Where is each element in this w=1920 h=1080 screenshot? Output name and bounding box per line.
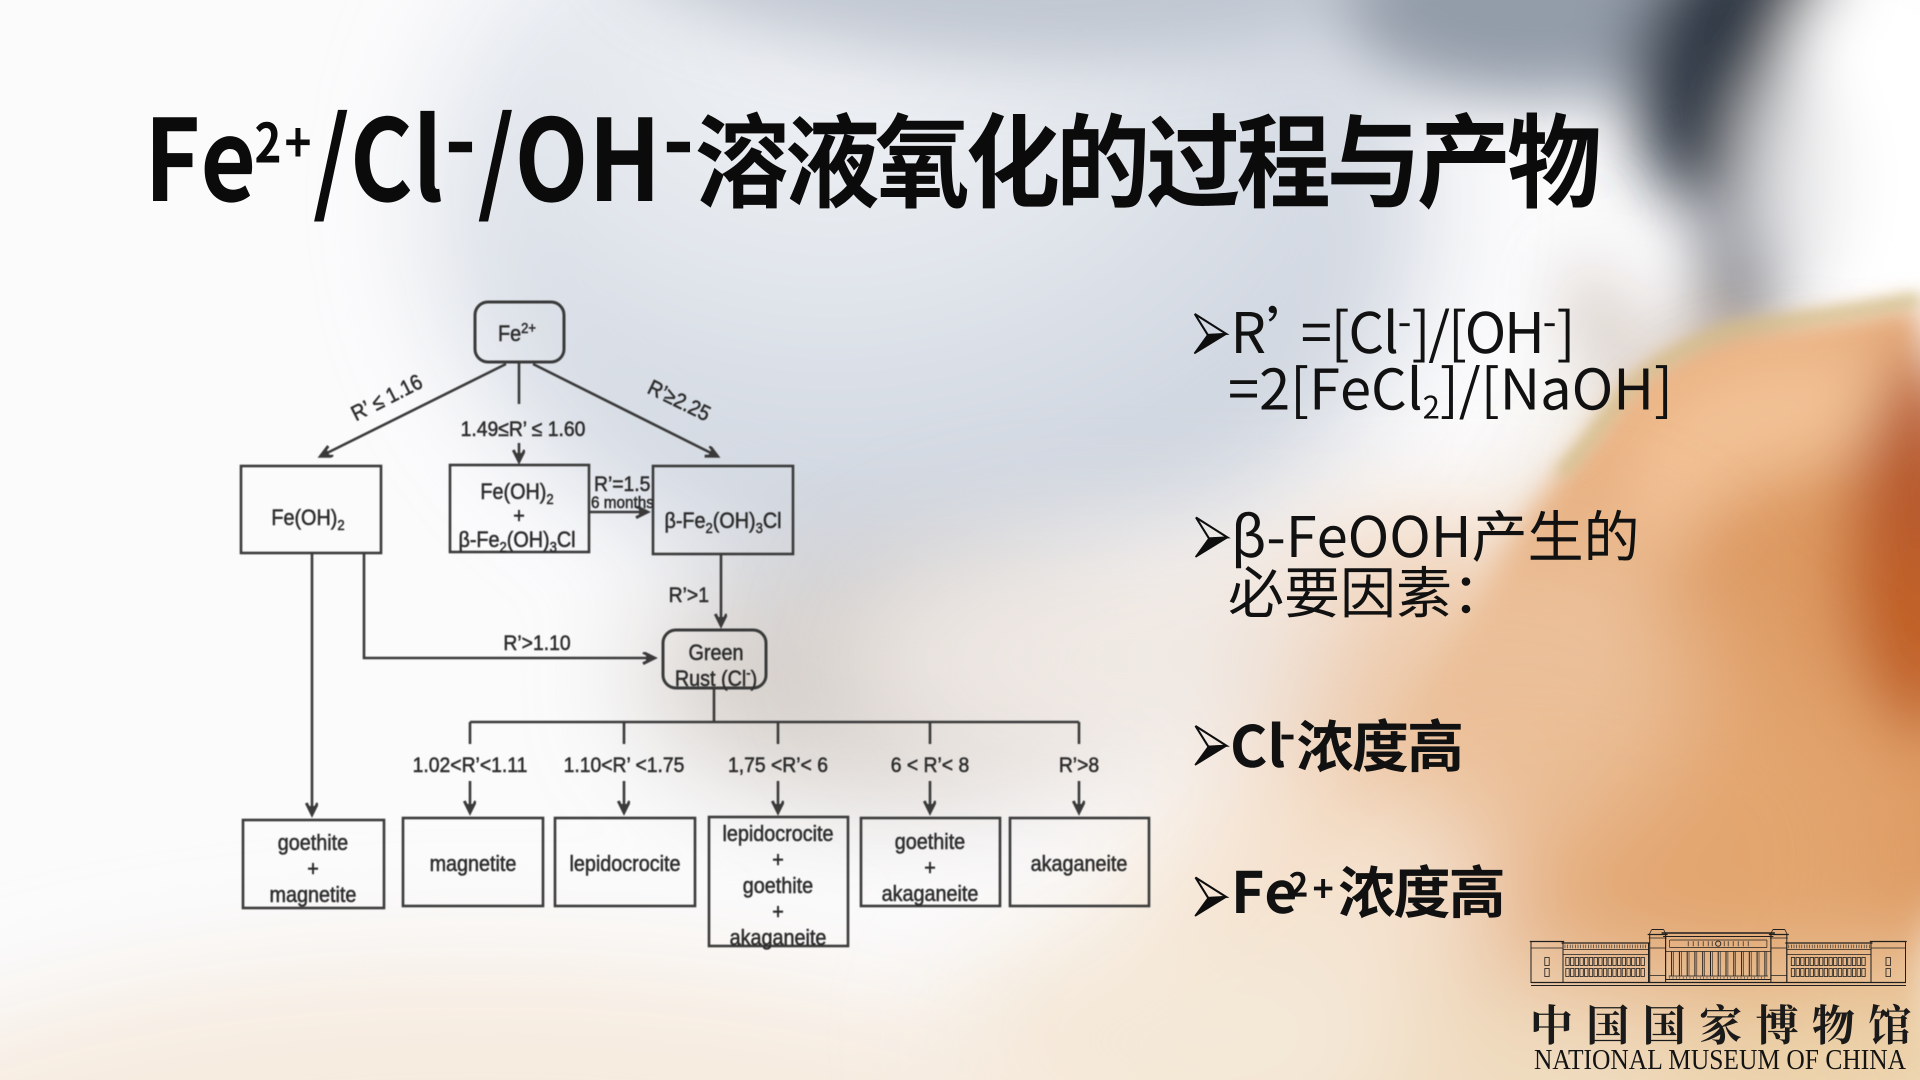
svg-text:1,75 <R’< 6: 1,75 <R’< 6	[728, 753, 828, 777]
svg-text:+: +	[307, 857, 319, 881]
svg-text:Rust (Cl-​): Rust (Cl-​)	[675, 665, 757, 691]
svg-text:+: +	[772, 848, 784, 872]
svg-text:lepidocrocite: lepidocrocite	[569, 852, 680, 876]
svg-text:lepidocrocite: lepidocrocite	[722, 822, 833, 846]
svg-text:Fe(OH)2​: Fe(OH)2​	[271, 506, 344, 533]
svg-text:6 months: 6 months	[591, 493, 654, 512]
svg-text:goethite: goethite	[895, 830, 965, 854]
svg-text:magnetite: magnetite	[430, 852, 517, 876]
svg-text:R’>1.10: R’>1.10	[503, 631, 570, 655]
svg-text:+: +	[924, 856, 936, 880]
svg-text:β-Fe2​(OH)3​Cl: β-Fe2​(OH)3​Cl	[664, 509, 781, 536]
svg-text:1.10<R’ <1.75: 1.10<R’ <1.75	[564, 753, 685, 777]
svg-text:goethite: goethite	[278, 831, 348, 855]
svg-text:6 < R’< 8: 6 < R’< 8	[891, 753, 969, 777]
svg-text:R’=1.5: R’=1.5	[594, 472, 650, 496]
svg-text:magnetite: magnetite	[270, 883, 357, 907]
svg-text:R’>8: R’>8	[1059, 753, 1099, 777]
svg-text:1.49≤R’ ≤ 1.60: 1.49≤R’ ≤ 1.60	[461, 417, 586, 441]
svg-text:R’>1: R’>1	[669, 583, 709, 607]
svg-text:NATIONAL MUSEUM OF CHINA: NATIONAL MUSEUM OF CHINA	[1534, 1044, 1906, 1076]
svg-text:akaganeite: akaganeite	[882, 882, 979, 906]
svg-text:akaganeite: akaganeite	[1031, 852, 1128, 876]
svg-text:Green: Green	[689, 641, 744, 665]
svg-text:akaganeite: akaganeite	[730, 926, 827, 950]
svg-text:R’ ≤ 1.16: R’ ≤ 1.16	[347, 370, 426, 426]
svg-text:+: +	[513, 504, 525, 528]
svg-text:goethite: goethite	[743, 874, 813, 898]
svg-text:β-Fe2​(OH)3​Cl: β-Fe2​(OH)3​Cl	[458, 528, 575, 555]
svg-text:+: +	[772, 900, 784, 924]
svg-text:Fe2+​: Fe2+​	[498, 320, 536, 346]
svg-text:R’≥2.25: R’≥2.25	[644, 375, 714, 426]
svg-text:1.02<R’<1.11: 1.02<R’<1.11	[413, 753, 528, 777]
svg-text:Fe(OH)2​: Fe(OH)2​	[480, 480, 553, 507]
